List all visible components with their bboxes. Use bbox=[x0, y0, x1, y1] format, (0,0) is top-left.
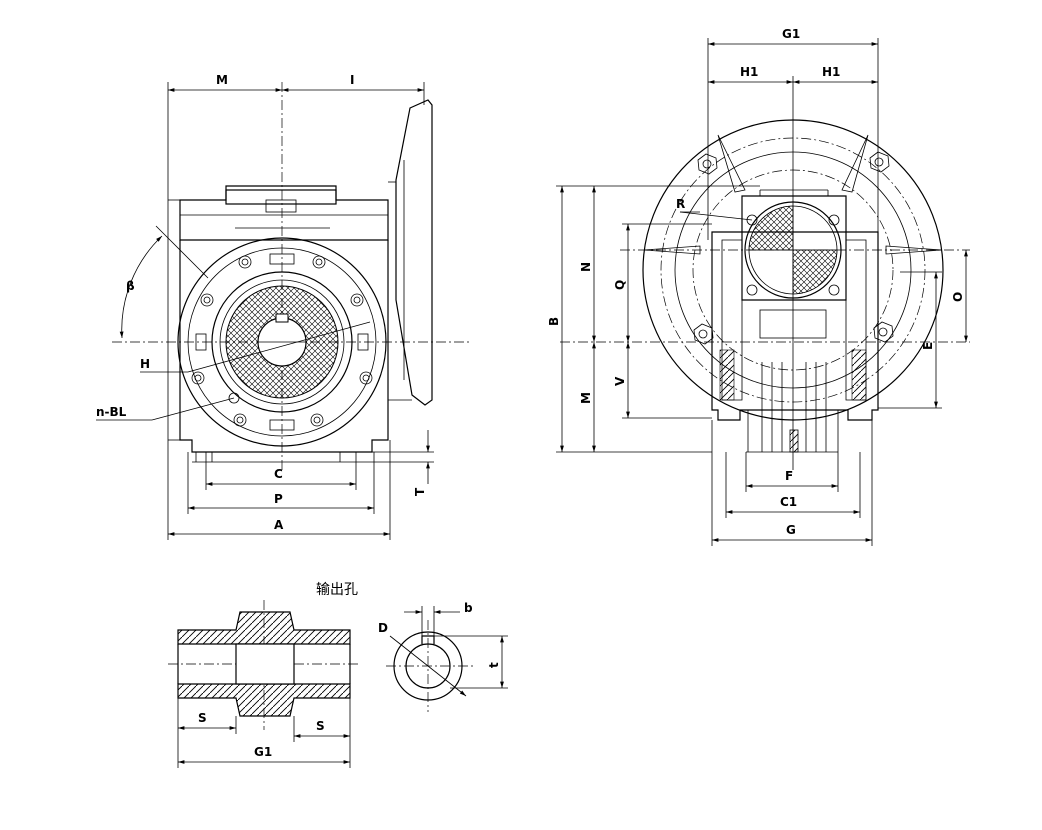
label-M: M bbox=[216, 73, 228, 87]
label-D: D bbox=[378, 621, 388, 635]
label-nBL: n-BL bbox=[96, 405, 127, 419]
label-Q: Q bbox=[613, 280, 627, 290]
label-O: O bbox=[951, 292, 965, 302]
label-V: V bbox=[613, 376, 627, 386]
label-S-left: S bbox=[198, 711, 207, 725]
label-T: T bbox=[413, 487, 427, 496]
label-H1-left: H1 bbox=[740, 65, 758, 79]
label-P: P bbox=[274, 492, 283, 506]
label-G1: G1 bbox=[782, 27, 800, 41]
label-R: R bbox=[676, 197, 685, 211]
label-C1: C1 bbox=[780, 495, 797, 509]
label-H: H bbox=[140, 357, 150, 371]
label-F: F bbox=[785, 469, 793, 483]
label-beta: β bbox=[126, 279, 135, 293]
label-E: E bbox=[921, 342, 935, 350]
label-B: B bbox=[547, 317, 561, 326]
label-G1-bore: G1 bbox=[254, 745, 272, 759]
label-t: t bbox=[487, 662, 501, 668]
output-bore-detail: 输出孔 S S G1 b D bbox=[168, 582, 508, 768]
side-view: G1 H1 H1 bbox=[547, 27, 970, 546]
label-b: b bbox=[464, 601, 473, 615]
label-N: N bbox=[579, 262, 593, 272]
label-G: G bbox=[786, 523, 796, 537]
label-C: C bbox=[274, 467, 283, 481]
label-S-right: S bbox=[316, 719, 325, 733]
label-I: I bbox=[350, 73, 354, 87]
label-H1-right: H1 bbox=[822, 65, 840, 79]
label-M-side: M bbox=[579, 392, 593, 404]
label-A: A bbox=[274, 518, 284, 532]
front-view: M I bbox=[96, 73, 470, 540]
bore-title: 输出孔 bbox=[316, 582, 358, 598]
